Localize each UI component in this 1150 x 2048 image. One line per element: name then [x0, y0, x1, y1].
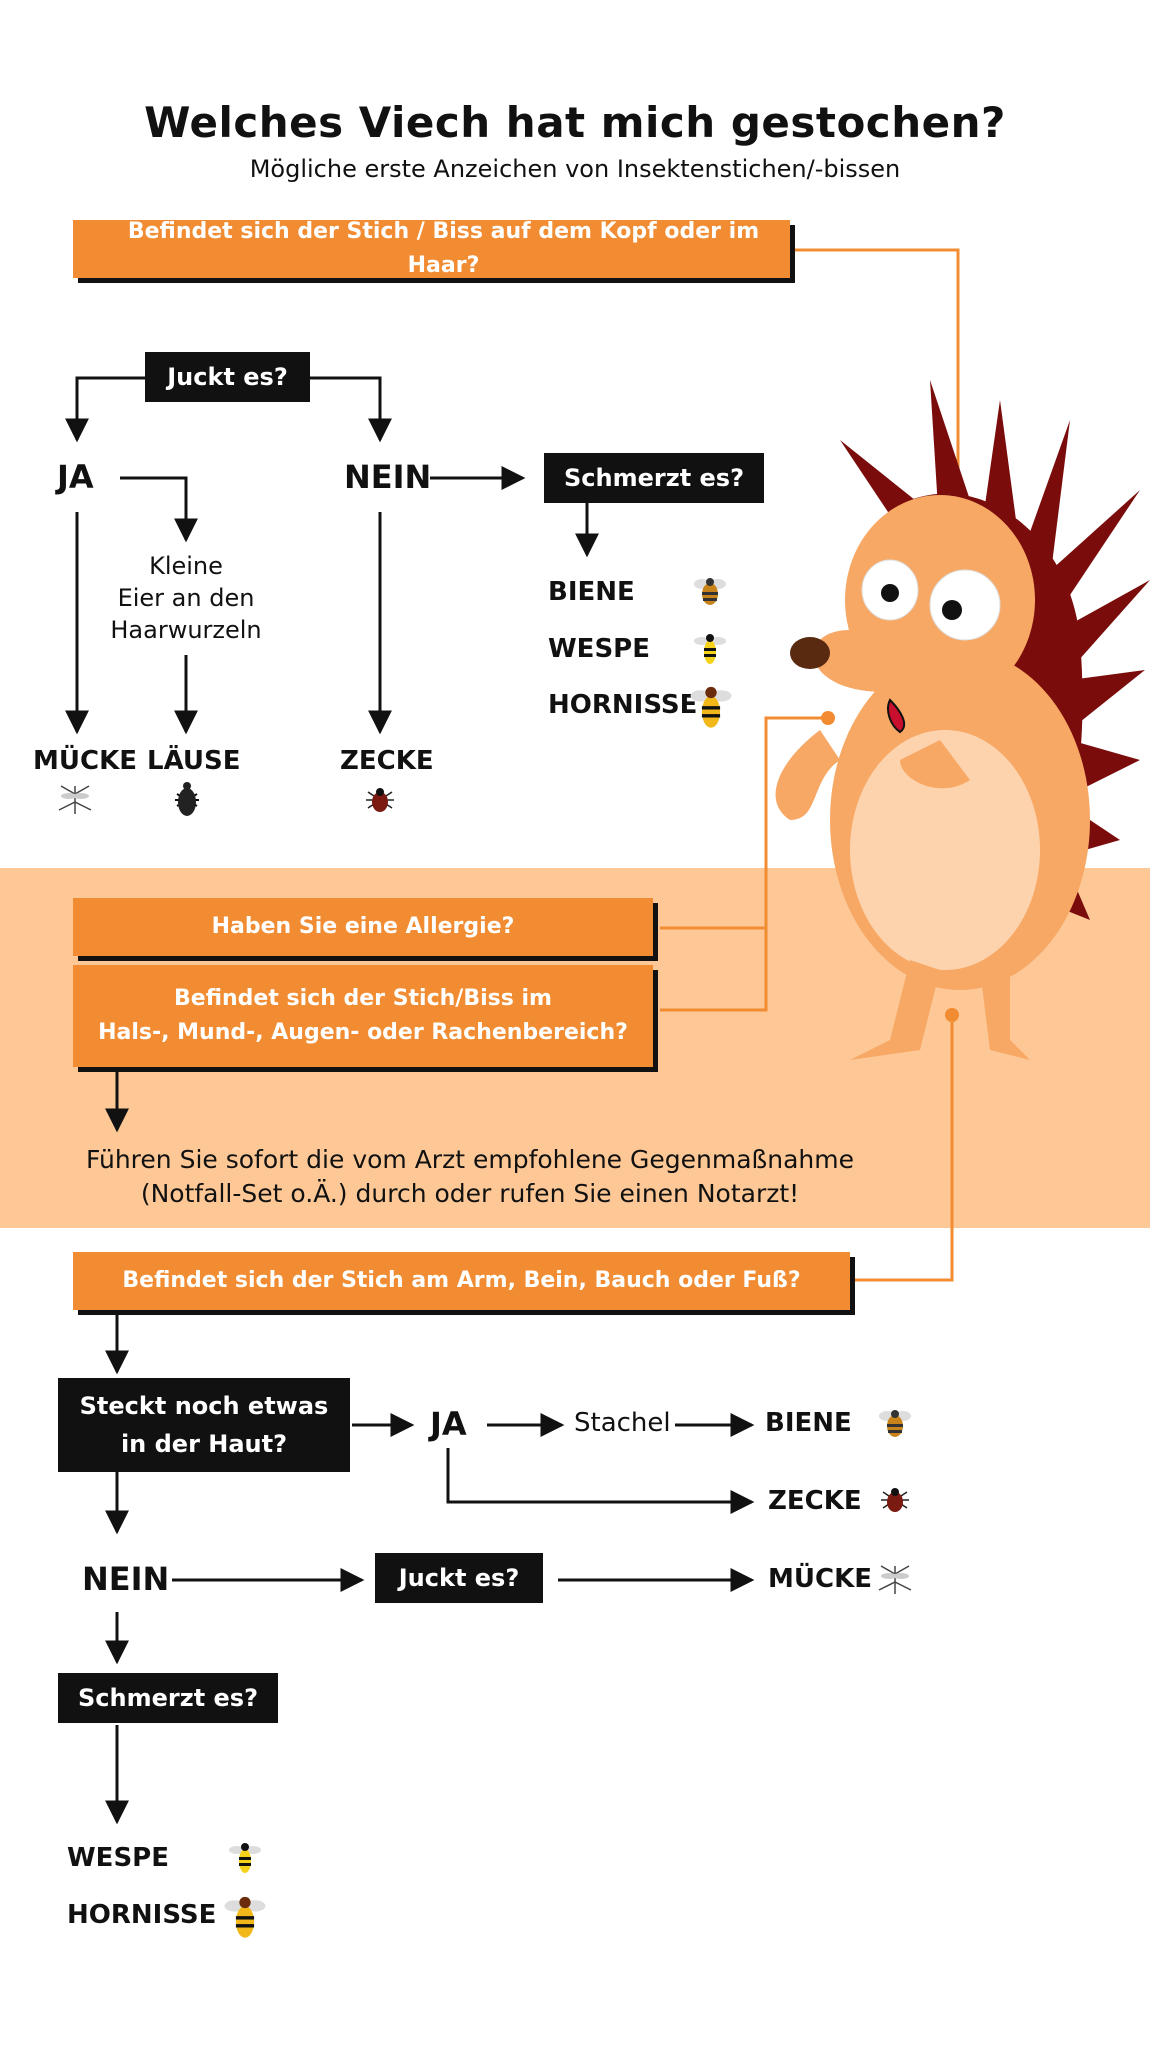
body-stuck-box: Steckt noch etwas in der Haut?: [58, 1378, 350, 1472]
head-pain-box: Schmerzt es?: [544, 453, 764, 503]
head-eggs-text: Kleine Eier an den Haarwurzeln: [110, 552, 262, 644]
head-lice-label: LÄUSE: [147, 746, 241, 776]
body-stinger-label: Stachel: [574, 1408, 671, 1438]
bee-icon: [879, 1410, 911, 1437]
page-subtitle: Mögliche erste Anzeichen von Insektensti…: [249, 155, 901, 183]
head-hornet-label: HORNISSE: [548, 690, 698, 720]
head-itches-box: Juckt es?: [145, 352, 310, 402]
body-itches-box: Juckt es?: [375, 1553, 543, 1603]
question-allergy: Haben Sie eine Allergie?: [73, 898, 653, 956]
head-bee-label: BIENE: [548, 577, 635, 607]
tick-icon: [881, 1488, 909, 1512]
hedgehog-illustration: [775, 380, 1150, 1060]
head-no-label: NEIN: [344, 458, 432, 496]
head-tick-label: ZECKE: [340, 746, 434, 776]
head-wasp-label: WESPE: [548, 634, 650, 664]
page-title: Welches Viech hat mich gestochen?: [144, 98, 1006, 147]
body-hornet-label: HORNISSE: [67, 1900, 217, 1930]
hornet-icon: [224, 1896, 266, 1938]
head-yes-label: JA: [57, 458, 94, 496]
body-pain-box: Schmerzt es?: [58, 1673, 278, 1723]
body-yes-label: JA: [430, 1405, 467, 1443]
question-head: Befindet sich der Stich / Biss auf dem K…: [73, 219, 790, 278]
body-no-label: NEIN: [82, 1560, 170, 1598]
question-throat: Befindet sich der Stich/Biss im Hals-, M…: [73, 965, 653, 1067]
mosquito-icon: [58, 785, 92, 814]
mosquito-icon: [878, 1565, 912, 1594]
louse-icon: [175, 782, 199, 816]
body-tick-label: ZECKE: [768, 1486, 862, 1516]
emergency-instruction: Führen Sie sofort die vom Arzt empfohlen…: [85, 1145, 855, 1208]
question-body: Befindet sich der Stich am Arm, Bein, Ba…: [73, 1252, 850, 1310]
body-wasp-label: WESPE: [67, 1843, 169, 1873]
hornet-icon: [690, 686, 732, 728]
bee-icon: [694, 578, 726, 605]
wasp-icon: [694, 634, 726, 664]
tick-icon: [366, 788, 394, 812]
head-mosquito-label: MÜCKE: [33, 746, 137, 776]
body-mosquito-label: MÜCKE: [768, 1564, 872, 1594]
wasp-icon: [229, 1843, 261, 1873]
body-bee-label: BIENE: [765, 1408, 852, 1438]
